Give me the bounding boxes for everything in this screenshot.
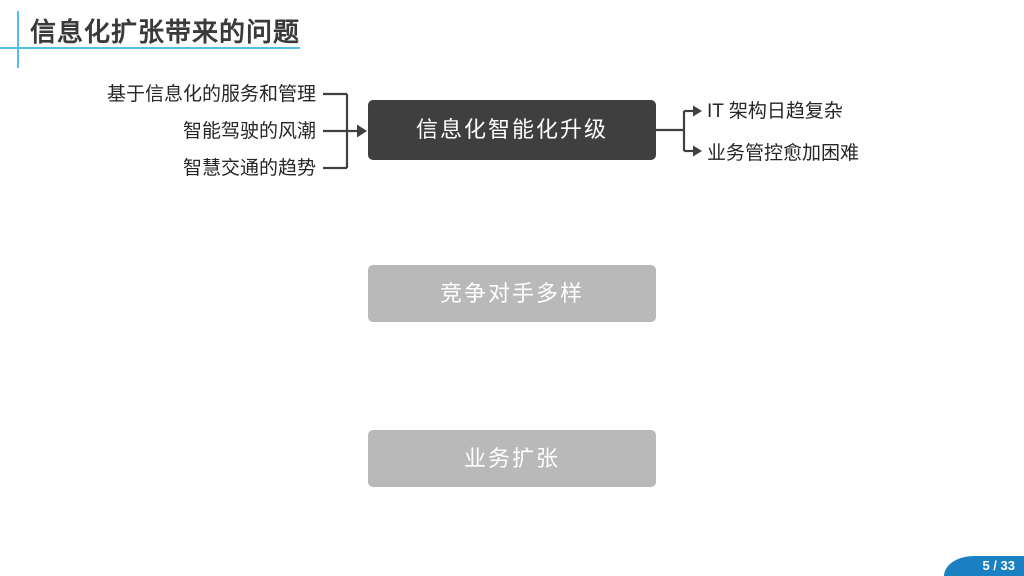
secondary-box-expansion: 业务扩张 <box>368 430 656 487</box>
effect-item-2: 业务管控愈加困难 <box>707 143 860 164</box>
page-title: 信息化扩张带来的问题 <box>30 17 301 47</box>
main-topic-box: 信息化智能化升级 <box>368 100 656 160</box>
cause-item-1: 基于信息化的服务和管理 <box>106 84 316 105</box>
cause-list: 基于信息化的服务和管理 智能驾驶的风潮 智慧交通的趋势 <box>40 76 316 187</box>
cause-item-3: 智慧交通的趋势 <box>182 158 316 179</box>
effect-item-1: IT 架构日趋复杂 <box>707 101 843 122</box>
page-number-badge: 5 / 33 <box>944 556 1024 576</box>
title-accent-underline <box>0 47 300 49</box>
secondary-box-competition: 竞争对手多样 <box>368 265 656 322</box>
main-arrowhead <box>357 124 367 138</box>
title-accent-vertical-line <box>17 11 19 68</box>
cause-item-2: 智能驾驶的风潮 <box>182 121 316 142</box>
effect-2-arrowhead <box>693 145 702 157</box>
effect-1-arrowhead <box>693 105 702 117</box>
